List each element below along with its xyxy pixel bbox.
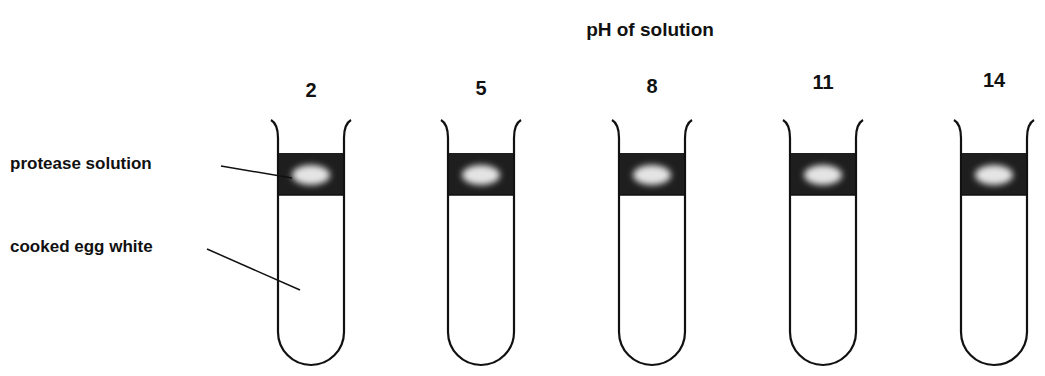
test-tube xyxy=(954,120,1034,365)
leader-line xyxy=(221,166,292,178)
layer-boundary xyxy=(449,194,513,196)
leader-line xyxy=(207,249,300,290)
test-tubes xyxy=(271,120,1034,365)
layer-boundary xyxy=(620,194,684,196)
protease-layer xyxy=(962,153,1026,195)
protease-layer xyxy=(449,153,513,195)
axis-heading: pH of solution xyxy=(586,20,714,39)
layer-boundary xyxy=(791,194,855,196)
protease-glow xyxy=(462,165,500,185)
protease-glow xyxy=(975,165,1013,185)
part-label: protease solution xyxy=(10,155,152,172)
ph-value: 8 xyxy=(646,76,657,96)
layer-boundary xyxy=(962,194,1026,196)
test-tube xyxy=(271,120,351,365)
ph-value: 11 xyxy=(812,72,833,92)
test-tube xyxy=(612,120,692,365)
ph-value: 14 xyxy=(983,70,1005,90)
protease-glow xyxy=(292,165,330,185)
test-tube xyxy=(783,120,863,365)
protease-glow xyxy=(633,165,671,185)
protease-glow xyxy=(804,165,842,185)
protease-layer xyxy=(279,153,343,195)
part-label: cooked egg white xyxy=(10,238,153,255)
ph-value: 2 xyxy=(305,80,316,100)
ph-value: 5 xyxy=(475,78,486,98)
protease-layer xyxy=(791,153,855,195)
test-tube xyxy=(441,120,521,365)
protease-layer xyxy=(620,153,684,195)
layer-boundary xyxy=(279,194,343,196)
